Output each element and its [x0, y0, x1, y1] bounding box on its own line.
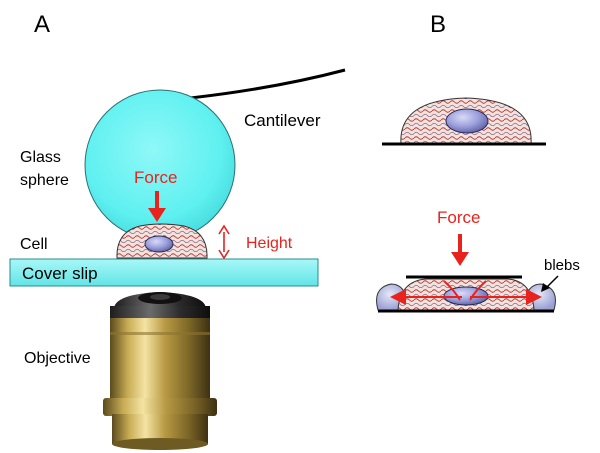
- blebs-pointer-head: [541, 283, 550, 292]
- glass-sphere: [84, 89, 236, 241]
- force-arrow-head-b: [451, 252, 469, 266]
- objective-lens: [103, 292, 217, 450]
- panel-a-label: A: [34, 11, 50, 38]
- cover-slip-label: Cover slip: [22, 264, 98, 283]
- panel-b-label: B: [430, 11, 446, 38]
- cell-label: Cell: [20, 236, 48, 253]
- force-arrow-head-a: [148, 208, 166, 222]
- blebs-pointer-line: [545, 275, 559, 289]
- height-label: Height: [246, 235, 293, 252]
- glass-sphere-label-line1: Glass: [20, 149, 61, 166]
- height-arrow-top: [218, 224, 230, 235]
- glass-sphere-label-line2: sphere: [20, 172, 69, 189]
- cover-slip: [9, 258, 319, 287]
- cell-a-nucleus: [144, 235, 174, 253]
- force-label-a: Force: [134, 168, 177, 187]
- height-arrow-bottom: [218, 249, 230, 260]
- objective-label: Objective: [24, 350, 91, 367]
- blebs-label: blebs: [544, 257, 580, 274]
- pressure-line-left: [443, 280, 461, 301]
- cell-b-resting-nucleus: [445, 108, 489, 134]
- pressure-line-right: [469, 280, 487, 301]
- cantilever-label: Cantilever: [244, 111, 321, 130]
- force-label-b: Force: [437, 208, 480, 227]
